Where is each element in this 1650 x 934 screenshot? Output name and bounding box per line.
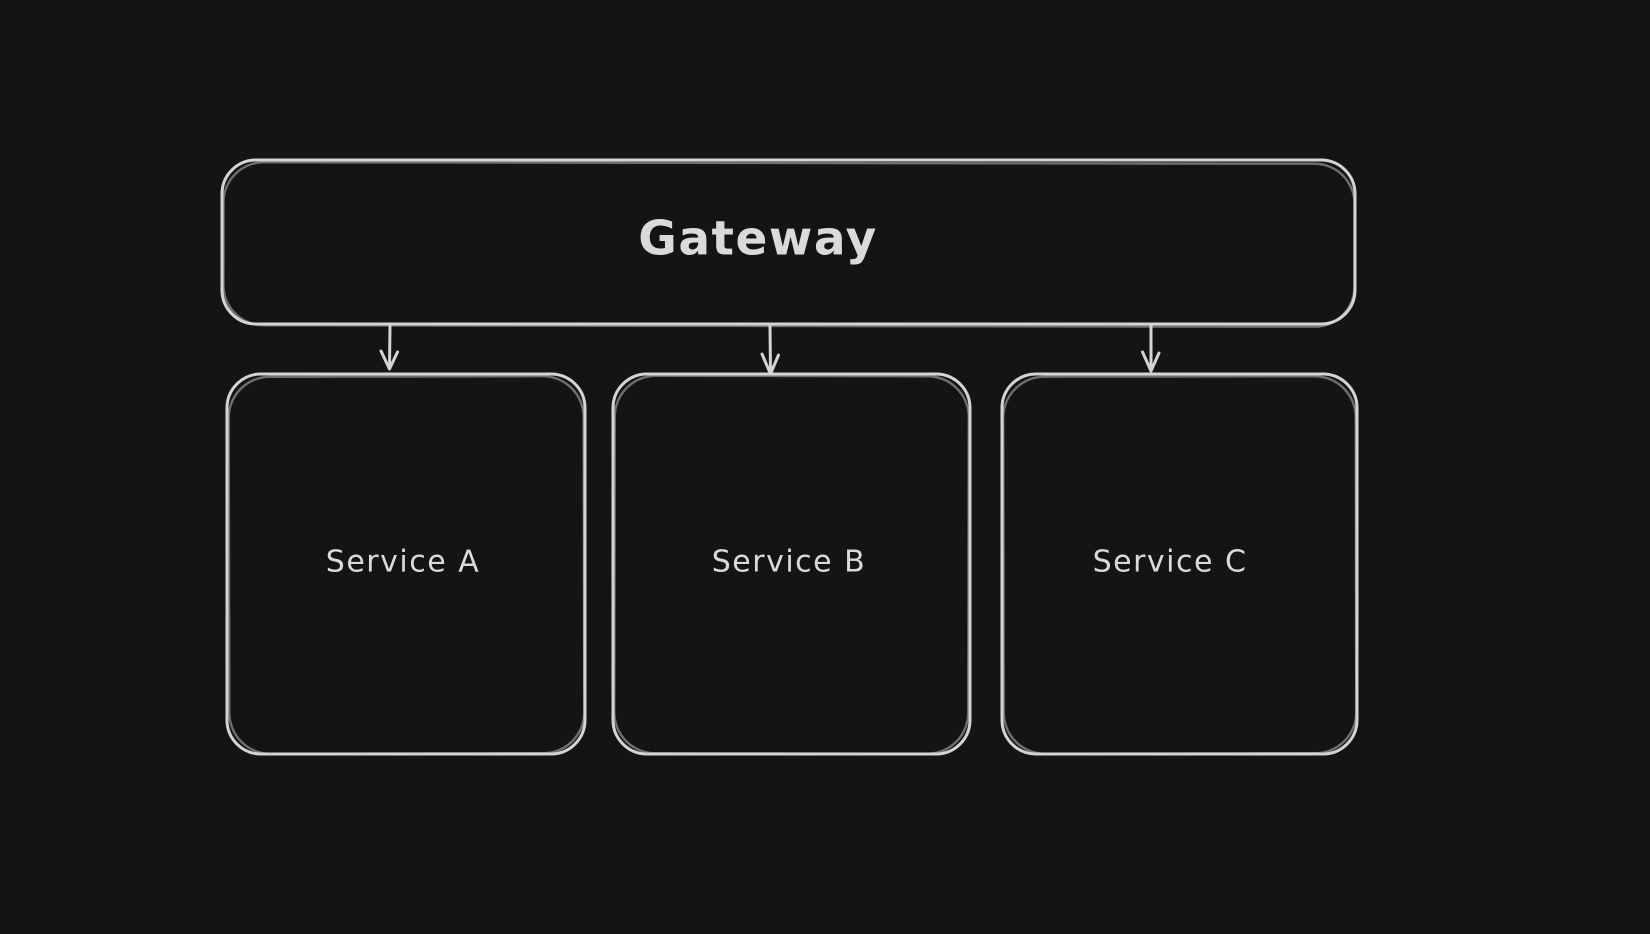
node-service-a-label: Service A [326,545,480,580]
edge-arrowhead [379,349,399,371]
node-service-c: Service C [1000,372,1359,756]
node-gateway-shape [220,158,1357,326]
node-service-a: Service A [225,372,587,756]
node-gateway: Gateway [220,158,1357,328]
edge-line [768,324,772,374]
node-service-b: Service B [611,372,972,756]
node-service-b-label: Service B [712,545,867,580]
edge-arrowhead [1141,350,1161,373]
node-service-b-shape [611,372,972,756]
node-service-a-shape [225,372,587,756]
node-service-c-label: Service C [1093,545,1248,580]
node-service-c-shape [1000,372,1359,756]
edge-gateway-to-service-a [379,324,399,371]
edge-gateway-to-service-c [1141,324,1161,373]
edge-line [388,324,392,368]
node-gateway-label: Gateway [638,212,877,267]
edge-gateway-to-service-b [760,324,780,376]
